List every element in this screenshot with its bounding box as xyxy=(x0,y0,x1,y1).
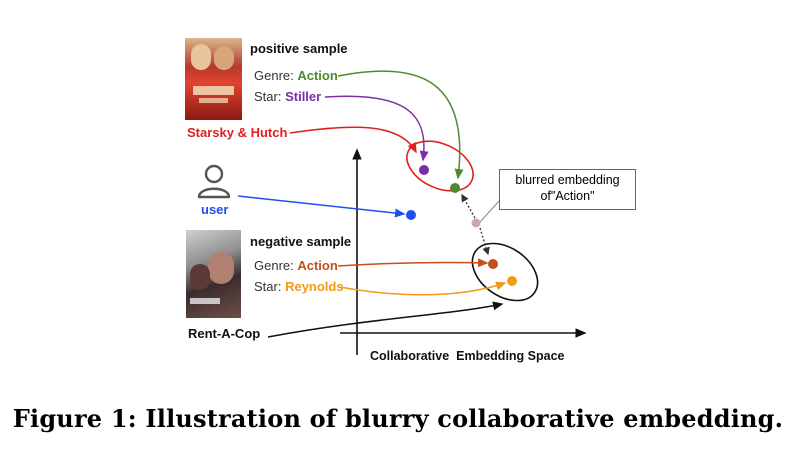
movie-poster-starsky xyxy=(185,38,242,120)
movie-poster-rentacop xyxy=(186,230,241,318)
user-icon xyxy=(197,164,231,199)
user-label: user xyxy=(201,202,229,217)
user-arrow xyxy=(237,195,406,218)
blurred-action-point xyxy=(471,218,481,228)
positive-genre-key: Genre: xyxy=(254,68,298,83)
negative-cluster-ellipse xyxy=(471,242,539,302)
blur-dotted-arrow-down xyxy=(479,227,490,256)
blur-note-line2: of"Action" xyxy=(540,189,595,203)
genre-action-positive-arrow xyxy=(337,70,464,180)
action-negative-point xyxy=(488,259,498,269)
negative-title: Rent-A-Cop xyxy=(188,326,261,341)
positive-sample-heading: positive sample xyxy=(250,41,348,56)
reynolds-point xyxy=(507,276,517,286)
figure-caption: Figure 1: Illustration of blurry collabo… xyxy=(12,404,784,433)
rent-a-cop-arrow xyxy=(267,301,504,338)
positive-genre-value: Action xyxy=(297,68,338,83)
negative-genre-key: Genre: xyxy=(254,258,298,273)
negative-sample-heading: negative sample xyxy=(250,234,352,249)
action-positive-point xyxy=(450,183,460,193)
x-axis-label: Collaborative Embedding Space xyxy=(370,349,565,363)
stiller-point xyxy=(419,165,429,175)
blur-note-line1: blurred embedding xyxy=(515,173,620,187)
blur-callout-connector xyxy=(479,199,501,223)
negative-genre-value: Action xyxy=(297,258,338,273)
negative-star-line: Star: Reynolds xyxy=(254,279,344,295)
positive-star-key: Star: xyxy=(254,89,286,104)
positive-genre-line: Genre: Action xyxy=(254,68,338,84)
negative-star-key: Star: xyxy=(254,279,286,294)
star-reynolds-arrow xyxy=(339,281,507,296)
positive-title: Starsky & Hutch xyxy=(187,125,288,140)
negative-star-value: Reynolds xyxy=(285,279,344,294)
positive-cluster-ellipse xyxy=(406,140,474,192)
positive-star-line: Star: Stiller xyxy=(254,89,321,105)
positive-star-value: Stiller xyxy=(285,89,322,104)
genre-action-negative-arrow xyxy=(337,258,489,268)
starsky-hutch-arrow xyxy=(289,126,417,154)
negative-genre-line: Genre: Action xyxy=(254,258,338,274)
user-point xyxy=(406,210,416,220)
blur-dotted-arrow-up xyxy=(461,193,476,219)
blurred-embedding-callout: blurred embedding of"Action" xyxy=(499,169,636,210)
star-stiller-arrow xyxy=(324,95,429,162)
